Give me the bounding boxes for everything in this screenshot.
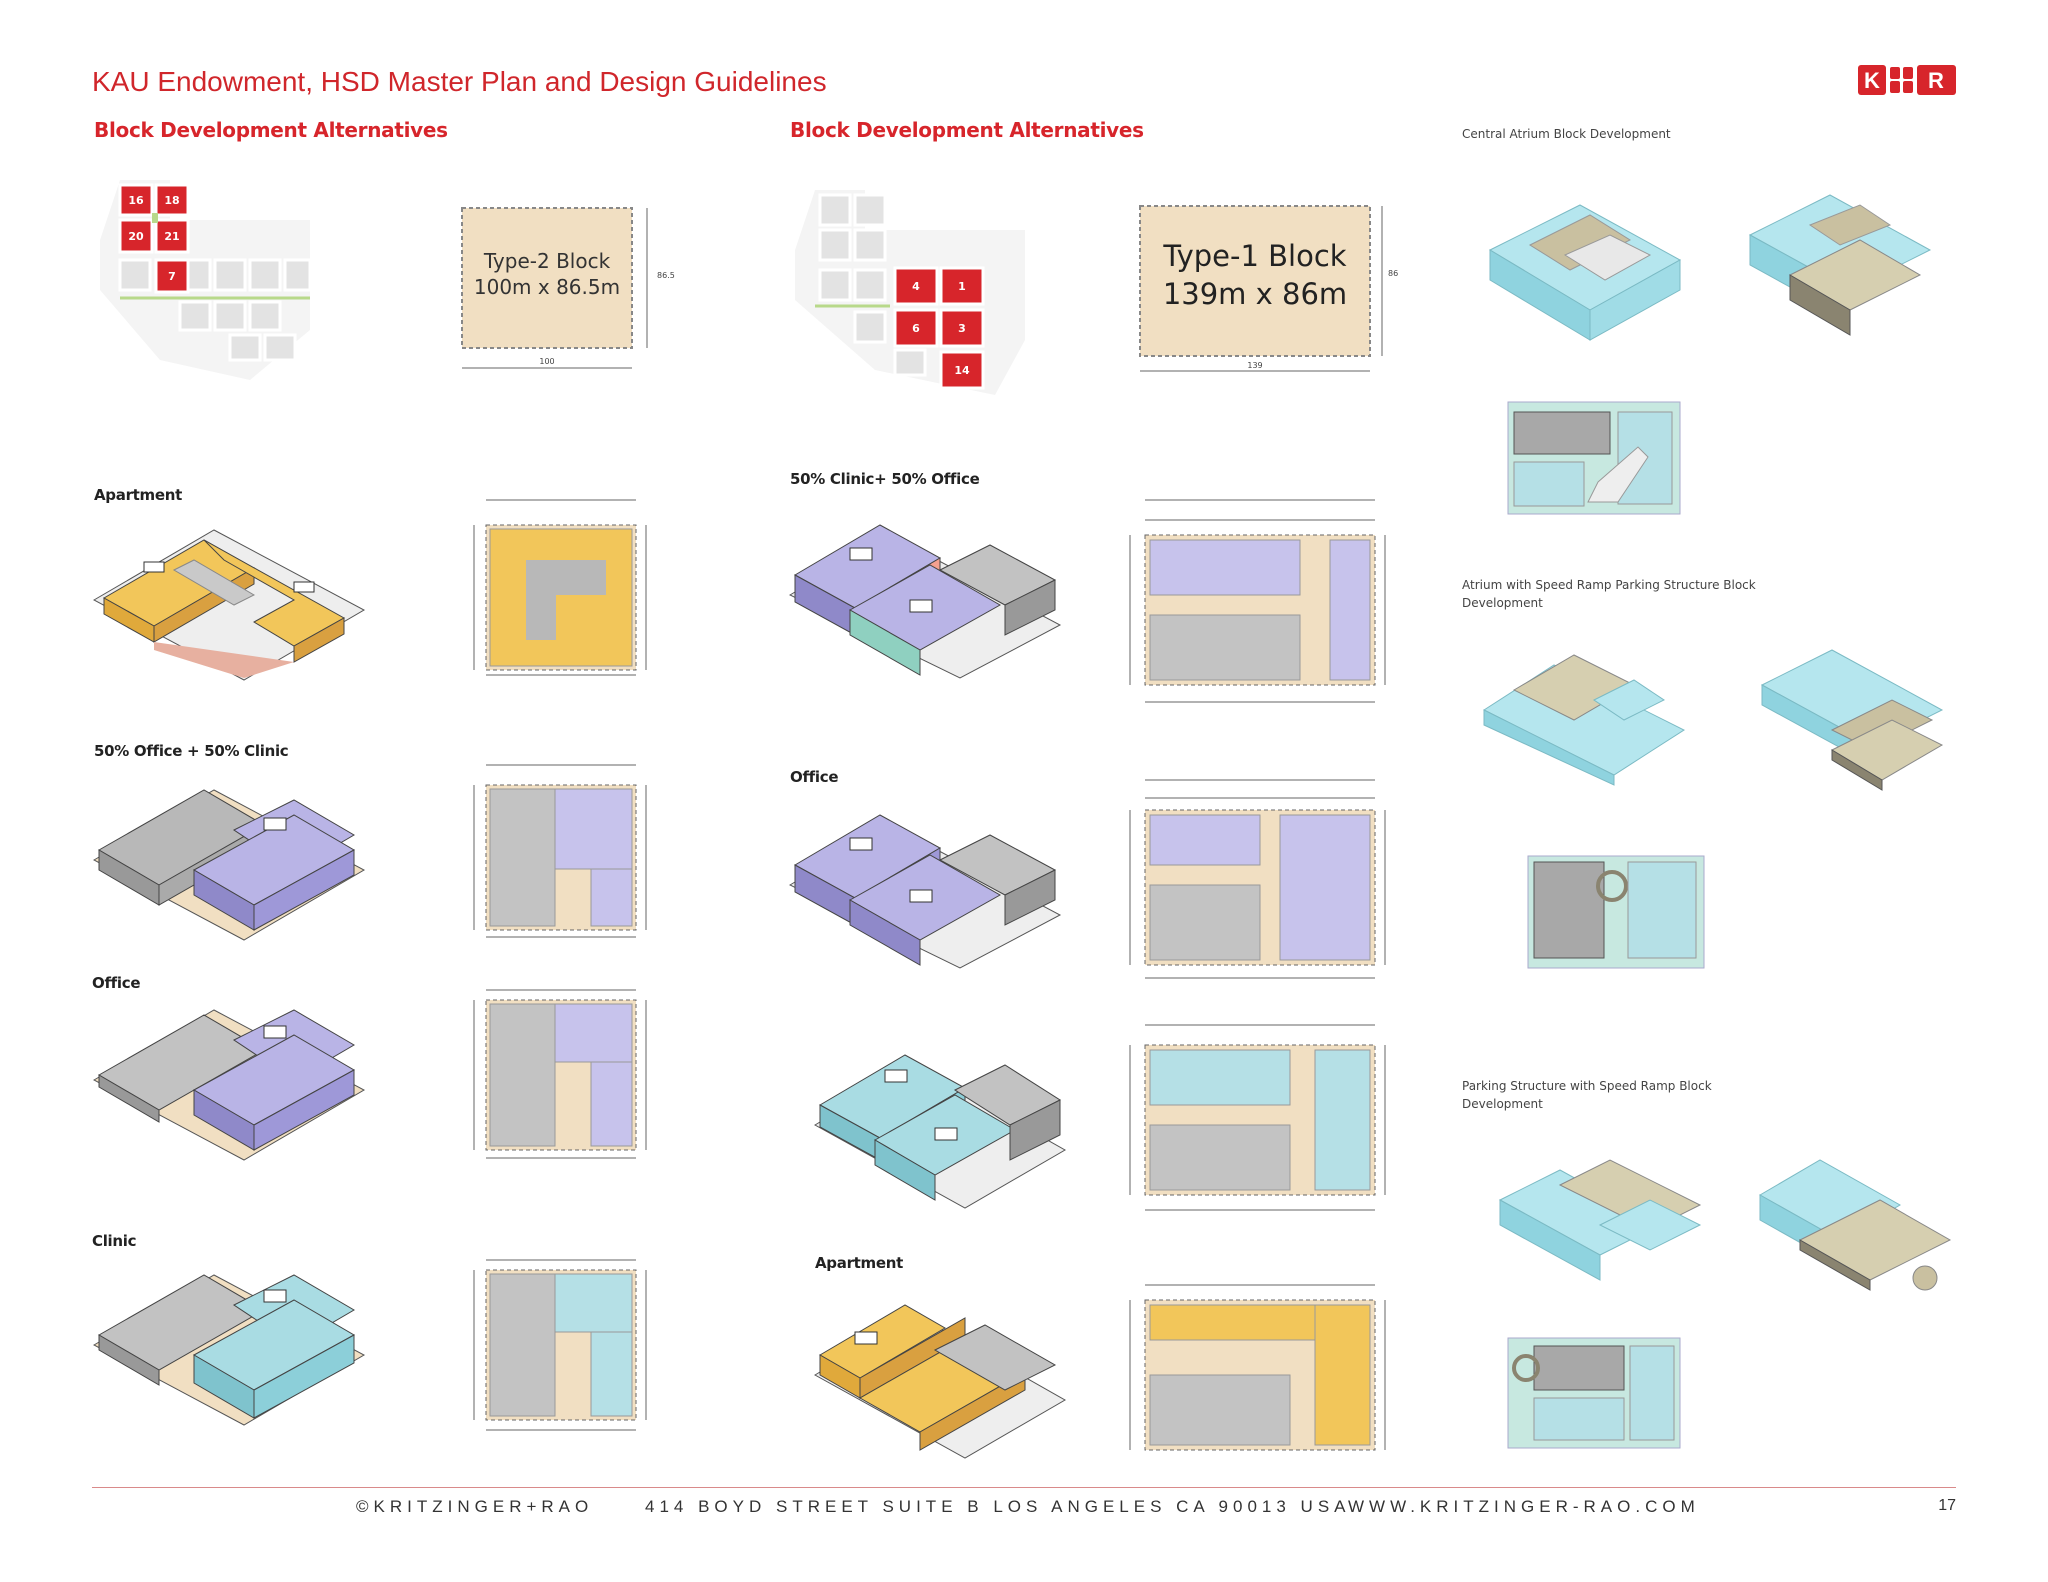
row-label-clinic-office: 50% Clinic+ 50% Office xyxy=(790,470,980,488)
footer-website[interactable]: WWW.KRITZINGER-RAO.COM xyxy=(1348,1497,1700,1516)
caption-central-atrium: Central Atrium Block Development xyxy=(1462,127,1671,141)
page-number: 17 xyxy=(1938,1497,1956,1514)
footer-copyright: ©KRITZINGER+RAO xyxy=(356,1497,594,1516)
block-label-line2: 100m x 86.5m xyxy=(474,275,620,299)
map-block-label: 4 xyxy=(912,280,920,293)
row-label-apartment: Apartment xyxy=(94,486,182,504)
caption-parking-speed-ramp: Parking Structure with Speed Ramp Block … xyxy=(1462,1079,1712,1111)
block-label-line2: 139m x 86m xyxy=(1163,277,1347,311)
plan-clinic-office-type1 xyxy=(1129,499,1386,703)
map-block-label: 16 xyxy=(128,194,144,207)
plan-apartment-type1 xyxy=(1129,1284,1386,1451)
plan-clinic xyxy=(473,1259,647,1431)
iso-apartment-type1 xyxy=(813,1304,1067,1459)
iso-parking-ramp-1 xyxy=(1498,1159,1702,1281)
row-label-office-clinic: 50% Office + 50% Clinic xyxy=(94,742,289,760)
map-block-label: 1 xyxy=(958,280,966,293)
iso-apartment xyxy=(92,529,366,681)
row-label-office: Office xyxy=(790,768,839,786)
site-map-type2: 16 18 20 21 7 xyxy=(100,180,312,380)
row-label-office: Office xyxy=(92,974,141,992)
type1-block-diagram: Type-1 Block 139m x 86m 139 86 xyxy=(1139,205,1398,372)
type2-block-diagram: Type-2 Block 100m x 86.5m 100 86.5 xyxy=(461,207,675,369)
iso-office xyxy=(92,1009,366,1161)
col2-heading: Block Development Alternatives xyxy=(790,118,1144,142)
row-label-clinic: Clinic xyxy=(92,1232,137,1250)
row-label-apartment: Apartment xyxy=(815,1254,903,1272)
kr-logo: K R xyxy=(1858,65,1956,95)
map-block-label: 3 xyxy=(958,322,966,335)
plan-clinic-type1 xyxy=(1129,1024,1386,1211)
col1-heading: Block Development Alternatives xyxy=(94,118,448,142)
page-title: KAU Endowment, HSD Master Plan and Desig… xyxy=(92,66,827,97)
iso-parking-ramp-2 xyxy=(1758,1159,1952,1291)
map-block-label: 7 xyxy=(168,270,176,283)
plan-office-clinic xyxy=(473,764,647,938)
dim-width: 100 xyxy=(539,357,554,366)
plan-office xyxy=(473,989,647,1159)
dim-height: 86 xyxy=(1388,269,1398,278)
iso-atrium-ramp-2 xyxy=(1760,649,1944,791)
plan-apartment xyxy=(473,499,647,676)
logo-letter-right: R xyxy=(1928,68,1944,93)
map-block-label: 14 xyxy=(954,364,970,377)
map-block-label: 21 xyxy=(164,230,179,243)
footer-address: 414 BOYD STREET SUITE B LOS ANGELES CA 9… xyxy=(645,1497,1351,1516)
block-label-line1: Type-1 Block xyxy=(1162,239,1346,273)
iso-clinic-type1 xyxy=(813,1054,1067,1209)
map-block-label: 6 xyxy=(912,322,920,335)
iso-clinic xyxy=(92,1274,366,1426)
plan-office-type1 xyxy=(1129,779,1386,979)
dim-height: 86.5 xyxy=(657,271,675,280)
footer-rule xyxy=(92,1487,1956,1488)
dim-width: 139 xyxy=(1247,361,1262,370)
caption-atrium-speed-ramp: Atrium with Speed Ramp Parking Structure… xyxy=(1462,578,1756,610)
logo-letter-left: K xyxy=(1864,68,1880,93)
iso-atrium-ramp-1 xyxy=(1482,654,1686,786)
block-label-line1: Type-2 Block xyxy=(483,249,611,273)
plan-atrium-ramp xyxy=(1527,855,1705,969)
plan-central-atrium xyxy=(1507,401,1681,515)
iso-clinic-office-type1 xyxy=(788,524,1062,679)
iso-central-atrium-1 xyxy=(1488,204,1682,341)
map-block-label: 20 xyxy=(128,230,144,243)
iso-office-clinic xyxy=(92,789,366,941)
iso-office-type1 xyxy=(788,814,1062,969)
iso-central-atrium-2 xyxy=(1748,194,1932,336)
map-block-label: 18 xyxy=(164,194,179,207)
site-map-type1: 4 1 6 3 14 xyxy=(795,190,1025,395)
plan-parking-ramp xyxy=(1507,1337,1681,1449)
